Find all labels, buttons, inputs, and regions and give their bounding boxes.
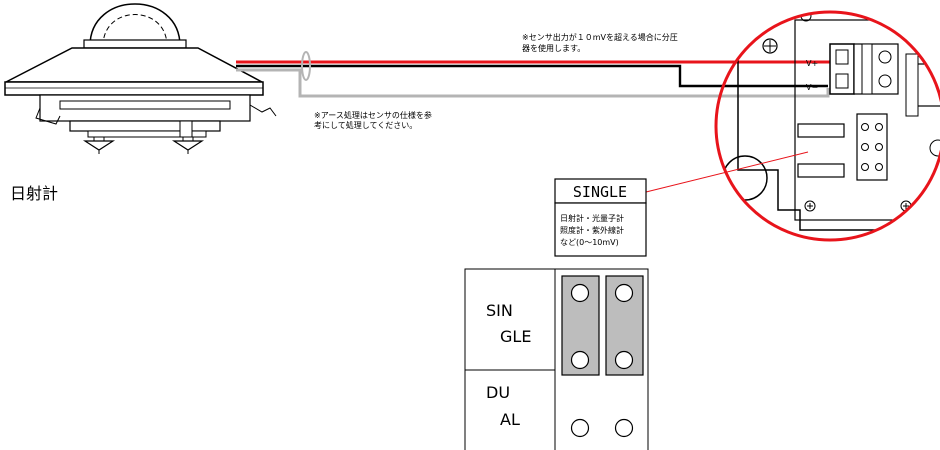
sensor-sun-shield bbox=[5, 47, 263, 83]
magnify-circle bbox=[714, 10, 940, 242]
single-callout: SINGLE 日射計・光量子計 照度計・紫外線計 など(0〜10mV) bbox=[554, 178, 647, 257]
terminal-vminus-label: V− bbox=[806, 83, 818, 92]
screw-icon bbox=[762, 38, 778, 54]
jumper-dual-line2: AL bbox=[500, 410, 520, 429]
note-bottom-line1: ※アース処理はセンサの仕様を参 bbox=[314, 110, 432, 120]
sensor-shield-rim bbox=[4, 81, 264, 96]
cables bbox=[236, 51, 830, 98]
pyranometer-sensor bbox=[4, 3, 277, 154]
jumper-slot-lower bbox=[797, 163, 845, 178]
pin-circle bbox=[570, 418, 590, 438]
pin-circle bbox=[614, 283, 634, 303]
note-top-line2: 器を使用します。 bbox=[522, 43, 585, 53]
pin-circle bbox=[614, 418, 634, 438]
jumper-single-line1: SIN bbox=[486, 301, 513, 320]
cable-shield-sleeve bbox=[301, 51, 311, 81]
pin-circle bbox=[614, 350, 634, 370]
single-title: SINGLE bbox=[573, 183, 627, 201]
jumper-single-line2: GLE bbox=[500, 327, 531, 346]
terminal-block-closeup: V+ V− bbox=[722, 12, 940, 231]
note-top-line1: ※センサ出力が１０mVを超える場合に分圧 bbox=[522, 32, 678, 42]
sensor-outer-dome bbox=[89, 3, 181, 47]
sensor-cable-stub bbox=[249, 104, 277, 117]
vminus-wire bbox=[236, 64, 828, 88]
single-desc-line3: など(0〜10mV) bbox=[560, 238, 619, 247]
device-label: 日射計 bbox=[10, 184, 58, 203]
terminal-vplus-label: V+ bbox=[806, 59, 818, 68]
ground-wire bbox=[236, 68, 830, 98]
jumper-panel: SIN GLE DU AL bbox=[464, 268, 649, 450]
sensor-foot-right bbox=[171, 136, 205, 154]
single-desc-line1: 日射計・光量子計 bbox=[560, 213, 624, 223]
note-bottom-line2: 考にして処理してください。 bbox=[314, 120, 417, 130]
single-desc-box bbox=[554, 202, 647, 257]
single-desc-line2: 照度計・紫外線計 bbox=[560, 225, 624, 235]
pointer-line bbox=[645, 151, 809, 193]
pin-circle bbox=[570, 283, 590, 303]
jumper-slot-upper bbox=[797, 123, 845, 138]
jumper-dual-line1: DU bbox=[486, 383, 510, 402]
sensor-foot-left bbox=[82, 136, 116, 154]
pin-circle bbox=[570, 350, 590, 370]
sensor-inner-dome bbox=[102, 14, 168, 47]
